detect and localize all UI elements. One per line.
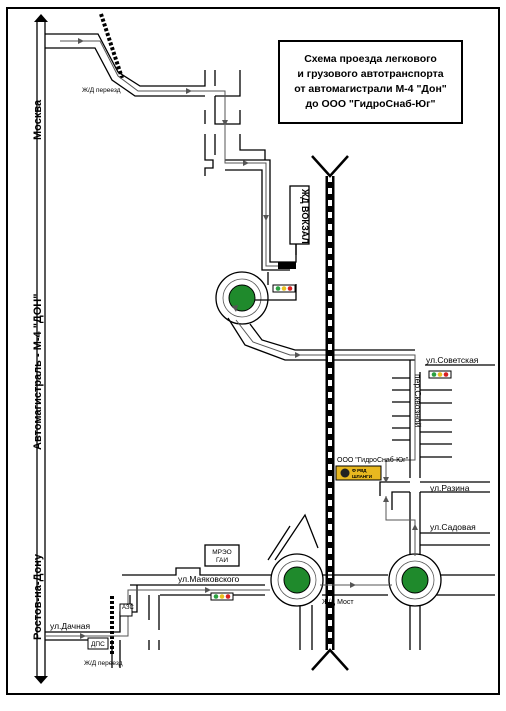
dps-box (87, 637, 109, 650)
road-sovetskaya (227, 272, 495, 366)
label-rail-crossing-top: Ж/Д переезд (82, 87, 121, 94)
label-dps: ДПС (91, 641, 105, 648)
title-line-4: до ООО "ГидроСнаб-Юг" (305, 98, 436, 110)
title-box: Схема проезда легкового и грузового авто… (278, 40, 463, 124)
company-sign-line1: Ф РВД (352, 468, 367, 473)
title-line-2: и грузового автотранспорта (297, 68, 444, 80)
label-mreo-2: ГАИ (216, 557, 228, 564)
label-mayakovsky: ул.Маяковского (178, 574, 240, 584)
route-path-sovetskaya (235, 319, 416, 478)
roundabout-3 (388, 553, 442, 607)
traffic-light-sovetskaya (428, 370, 452, 379)
company-sign: Ф РВД ШЛАНГИ (335, 465, 382, 481)
highway-end-arrows (34, 14, 48, 684)
label-sadovaya: ул.Садовая (430, 522, 476, 532)
label-skvoznoy: пер.Сквозной (413, 374, 423, 428)
label-moscow: Москва (32, 99, 44, 140)
label-company: ООО "ГидроСнаб-Юг" (337, 456, 409, 464)
station-block (278, 262, 296, 269)
title-line-3: от автомагистрали М-4 "Дон" (294, 83, 447, 95)
label-razina: ул.Разина (430, 483, 470, 493)
label-rostov: Ростов-на-Дону (32, 553, 44, 640)
title-line-1: Схема проезда легкового (304, 53, 437, 65)
label-bridge: Ж/Д Мост (322, 599, 354, 606)
station-box (289, 185, 310, 245)
highway-m4 (36, 22, 46, 676)
road-top (45, 33, 309, 271)
label-azs: АЗС (122, 605, 134, 611)
label-sovetskaya: ул.Советская (426, 355, 479, 365)
route-arrows-mid (232, 305, 301, 358)
label-rail-crossing-bottom: Ж/Д переезд (84, 660, 123, 667)
road-skvoznoy (379, 360, 490, 546)
route-arrows-bottom (80, 496, 418, 639)
label-dachnaya: ул.Дачная (50, 621, 91, 631)
roundabout-1 (215, 271, 269, 325)
azs-box (119, 603, 133, 617)
railway-main (311, 155, 349, 671)
company-sign-line2: ШЛАНГИ (352, 474, 372, 479)
traffic-light-mayakovsky (210, 592, 234, 601)
label-mreo-1: МРЭО (212, 549, 231, 556)
traffic-light-station (272, 284, 296, 293)
roundabout-2 (270, 553, 324, 607)
mreo-box (204, 544, 240, 567)
label-highway: Автомагистраль - М-4 "ДОН" (32, 294, 44, 450)
map-border (6, 7, 500, 695)
rail-crossing-top (99, 13, 124, 79)
company-route-arrow (383, 477, 389, 483)
label-station: ЖД ВОКЗАЛ (300, 188, 310, 244)
route-arrows-top (78, 38, 269, 221)
route-path-top (60, 40, 290, 267)
